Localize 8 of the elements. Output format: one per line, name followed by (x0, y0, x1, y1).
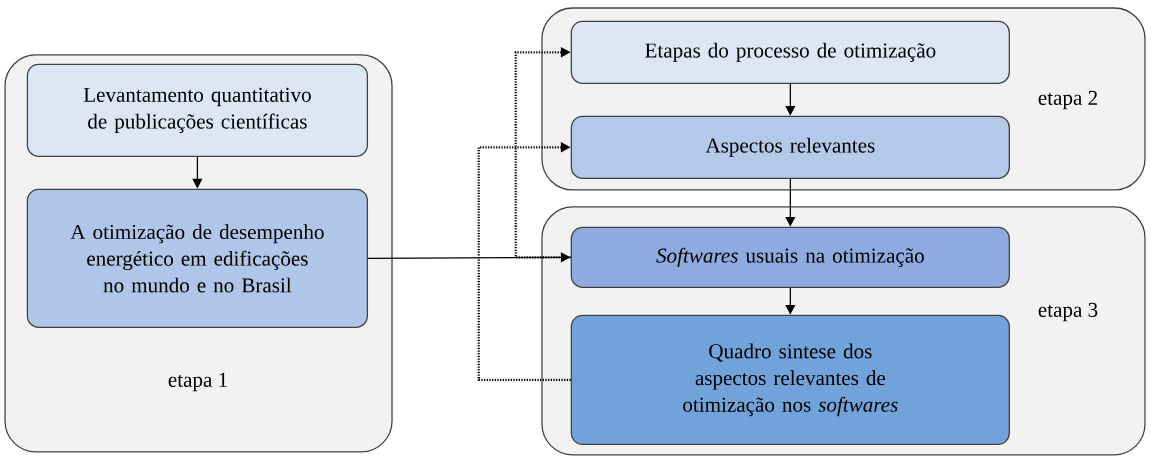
process-box: Softwares usuais na otimização (570, 226, 1010, 288)
process-box: Quadro sintese dos aspectos relevantes de otimização nos softwares (570, 314, 1010, 445)
process-box: Etapas do processo de otimização (570, 20, 1010, 84)
process-box: A otimização de desempenho energético em edificações no mundo e no Brasil (26, 188, 369, 328)
arrow (514, 47, 571, 259)
process-box: Aspectos relevantes (570, 115, 1010, 179)
arrow (477, 142, 571, 381)
process-box: Levantamento quantitativo de publicações científicas (26, 63, 369, 157)
